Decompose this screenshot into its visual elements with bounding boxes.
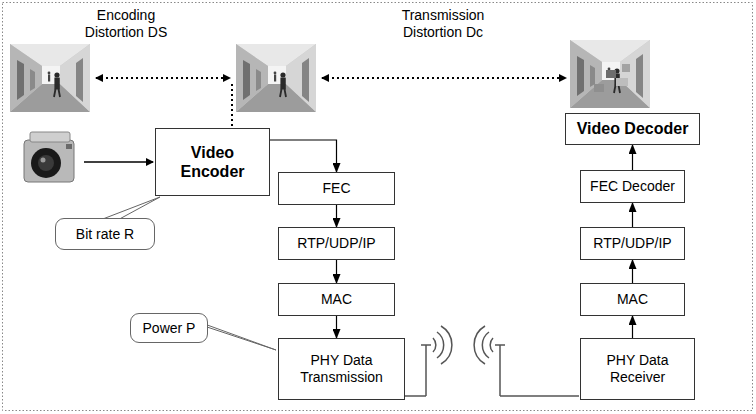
callout-bubble: Bit rate R xyxy=(55,218,155,250)
source-frame xyxy=(10,44,90,112)
box-label: RTP/UDP/IP xyxy=(593,235,671,252)
box-label: FEC Decoder xyxy=(590,178,675,195)
process-box: RTP/UDP/IP xyxy=(278,227,395,260)
flow-arrow xyxy=(270,140,337,172)
distortion-label: Transmission Distortion Dc xyxy=(393,7,493,41)
box-label: MAC xyxy=(321,291,352,308)
process-box: FEC xyxy=(278,172,395,205)
flow-arrow xyxy=(336,260,337,283)
distortion-label: Encoding Distortion DS xyxy=(76,7,176,41)
flow-arrow xyxy=(632,203,633,227)
process-box: RTP/UDP/IP xyxy=(580,227,685,260)
box-label: Power P xyxy=(143,320,196,337)
flow-arrow xyxy=(336,205,337,227)
distortion-arrow xyxy=(322,77,566,79)
flow-arrow xyxy=(632,145,633,170)
box-label: RTP/UDP/IP xyxy=(297,235,375,252)
flow-arrow xyxy=(336,316,337,338)
process-box: MAC xyxy=(580,283,685,316)
process-box: Video Encoder xyxy=(155,128,270,196)
box-label: PHY Data Transmission xyxy=(279,352,404,386)
box-label: FEC xyxy=(323,180,351,197)
outer-border xyxy=(3,3,753,411)
box-label: Bit rate R xyxy=(76,226,134,243)
process-box: FEC Decoder xyxy=(580,170,685,203)
camera-arrow xyxy=(84,161,153,163)
box-label: MAC xyxy=(617,291,648,308)
rx-antenna xyxy=(474,326,579,396)
box-label: Video Decoder xyxy=(577,119,689,138)
process-box: MAC xyxy=(278,283,395,316)
camera-icon xyxy=(24,132,74,182)
process-box: Video Decoder xyxy=(565,113,700,145)
encoded-frame xyxy=(236,44,316,112)
callout-bubble: Power P xyxy=(130,313,208,343)
box-label: PHY Data Receiver xyxy=(581,352,694,386)
distortion-arrow xyxy=(96,77,230,79)
received-frame xyxy=(570,40,650,108)
process-box: PHY Data Receiver xyxy=(580,338,695,400)
box-label: Video Encoder xyxy=(180,143,244,181)
process-box: PHY Data Transmission xyxy=(278,338,405,400)
dotted-leader xyxy=(231,84,233,127)
flow-arrow xyxy=(632,316,633,338)
flow-arrow xyxy=(632,260,633,283)
